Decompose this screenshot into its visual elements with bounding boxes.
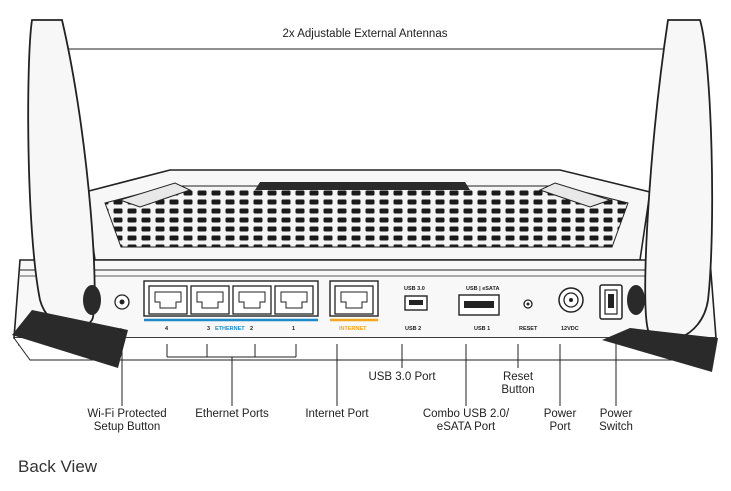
usb1-panel-label: USB 1 (474, 326, 490, 332)
port-number-2: 2 (250, 326, 253, 332)
callout-lines (121, 344, 617, 406)
ethernet-ports-label: Ethernet Ports (195, 408, 269, 420)
combo-usb-esata-port: USB | eSATA USB 1 (458, 286, 500, 332)
internet-port-label: Internet Port (305, 408, 369, 420)
power-panel-label: 12VDC (561, 326, 579, 332)
back-view-caption: Back View (18, 457, 98, 476)
port-number-3: 3 (207, 326, 210, 332)
internet-port: INTERNET (329, 280, 379, 332)
usb30-port-label: USB 3.0 Port (368, 371, 436, 383)
reset-label-line1: Reset (502, 371, 534, 383)
combo-label-line2: eSATA Port (436, 421, 496, 433)
port-number-1: 1 (292, 326, 295, 332)
antenna-callout-line (46, 46, 685, 52)
ethernet-panel-label: ETHERNET (215, 326, 245, 332)
usb30-panel-label: USB 3.0 (404, 286, 425, 292)
power-port-label: Power Port (535, 408, 585, 434)
reset-button-label: Reset Button (488, 371, 548, 397)
left-antenna (12, 19, 128, 368)
port-number-4: 4 (165, 326, 169, 332)
combo-port-label: Combo USB 2.0/ eSATA Port (416, 408, 516, 434)
antennas-label: 2x Adjustable External Antennas (282, 28, 448, 40)
ethernet-port-group: 4 3 ETHERNET 2 1 (143, 280, 319, 332)
power-switch-line2: Switch (599, 421, 633, 433)
power-port-line2: Port (549, 421, 571, 433)
combo-label-line1: Combo USB 2.0/ (422, 408, 510, 420)
power-switch (599, 284, 623, 320)
wps-label-line1: Wi-Fi Protected (87, 408, 167, 420)
internet-panel-label: INTERNET (339, 326, 367, 332)
wps-glyph-icon: ⟲ (118, 327, 124, 334)
reset-button: RESET (519, 299, 538, 332)
wps-button-label: Wi-Fi Protected Setup Button (77, 408, 177, 434)
reset-panel-label: RESET (519, 326, 538, 332)
power-switch-line1: Power (599, 408, 633, 420)
usb-esata-panel-label: USB | eSATA (466, 286, 499, 292)
power-switch-label: Power Switch (591, 408, 641, 434)
wps-button: ⟲ (114, 294, 130, 334)
wps-label-line2: Setup Button (93, 421, 161, 433)
power-port: 12VDC (558, 287, 584, 332)
reset-label-line2: Button (501, 384, 535, 396)
power-port-line1: Power (543, 408, 577, 420)
right-antenna (602, 19, 718, 372)
usb2-panel-label: USB 2 (405, 326, 421, 332)
usb30-port: USB 3.0 USB 2 (404, 286, 428, 332)
